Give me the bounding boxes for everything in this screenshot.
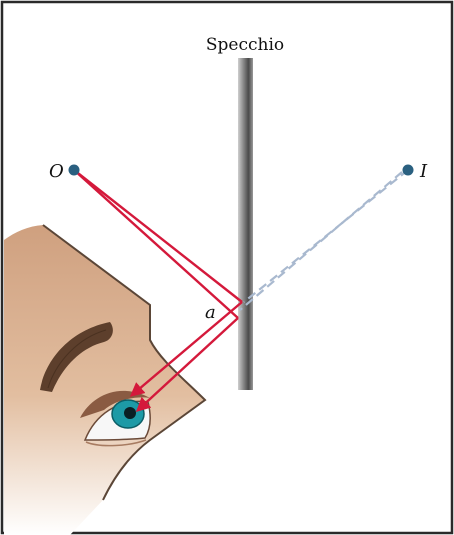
object-point (69, 165, 80, 176)
mirror (238, 58, 253, 390)
mirror-label: Specchio (206, 35, 284, 55)
object-label: O (49, 161, 64, 182)
pupil (124, 407, 136, 419)
image-label: I (419, 161, 428, 182)
reflection-point-label: a (205, 302, 216, 323)
image-point (403, 165, 414, 176)
